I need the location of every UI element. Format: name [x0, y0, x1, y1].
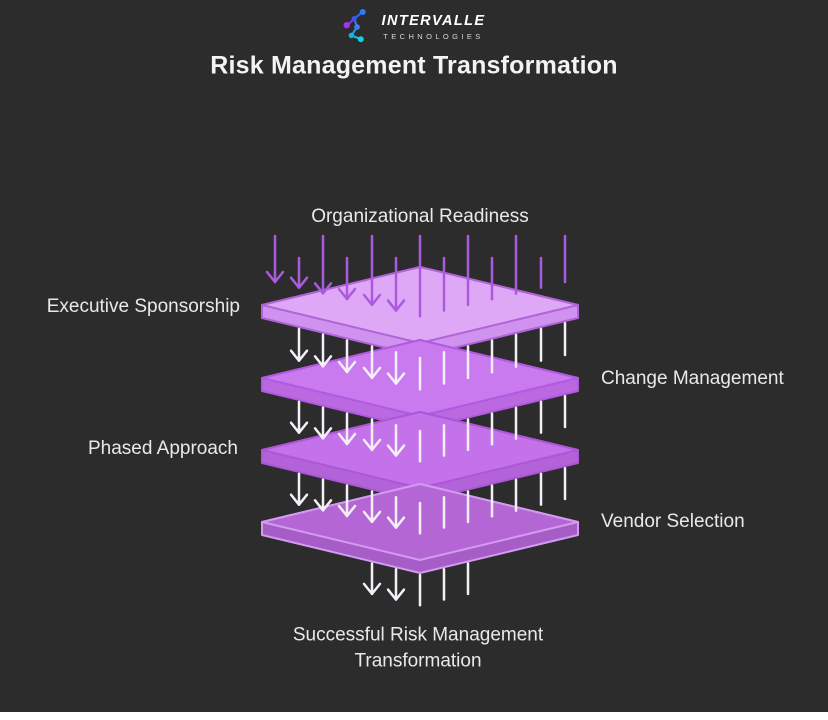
page-title: Risk Management Transformation: [210, 51, 618, 80]
brand-text: INTERVALLE TECHNOLOGIES: [382, 14, 486, 40]
brand-logo-icon: [343, 9, 366, 43]
footer-strip: [0, 712, 828, 720]
label-organizational-readiness: Organizational Readiness: [311, 206, 529, 228]
brand-logo: INTERVALLE TECHNOLOGIES: [0, 6, 828, 48]
label-change-management: Change Management: [601, 368, 784, 390]
brand-name: INTERVALLE: [381, 13, 486, 29]
label-executive-sponsorship: Executive Sponsorship: [46, 296, 240, 318]
label-vendor-selection: Vendor Selection: [601, 511, 745, 533]
label-phased-approach: Phased Approach: [87, 438, 238, 460]
brand-subtitle: TECHNOLOGIES: [383, 31, 484, 41]
label-successful-transformation: Successful Risk Management Transformatio…: [292, 624, 544, 671]
